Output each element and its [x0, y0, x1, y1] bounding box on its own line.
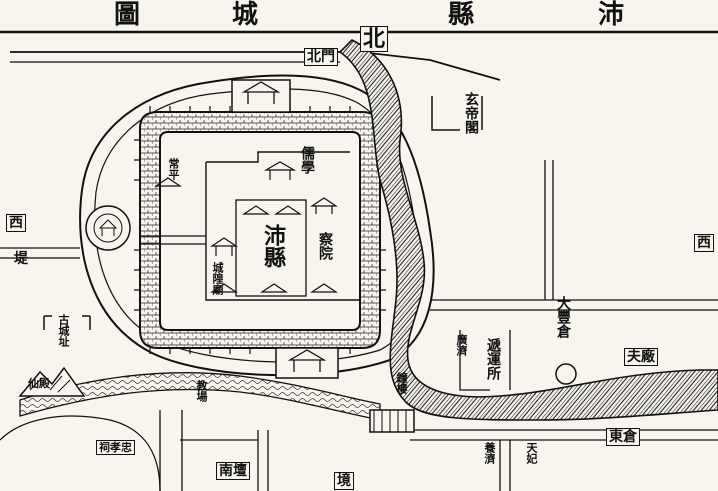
city-god-temple-label: 城隍廟: [211, 262, 224, 295]
north-road: [10, 51, 501, 81]
river-mouth-label: 境: [334, 472, 354, 490]
drill-ground-label: 教場: [195, 380, 208, 402]
inner-buildings: [154, 161, 338, 293]
west-road: [0, 247, 80, 259]
post-station-bracket: [459, 330, 511, 391]
inner-moat: [94, 88, 420, 363]
hill-temple-label: 仙殿: [28, 377, 50, 390]
bridge: [369, 409, 415, 433]
temple-label: 玄帝閣: [463, 92, 479, 134]
hill: [18, 366, 86, 397]
south-roads: [159, 410, 269, 491]
tax-office-label: 廣濟: [455, 334, 468, 356]
west-gate-tower: [85, 205, 131, 251]
temple-bracket: [431, 96, 483, 131]
well-marker: [555, 363, 577, 385]
south-gate-tower: [275, 347, 339, 379]
confucian-school-label: 儒學: [299, 146, 315, 174]
canal-river: [338, 39, 718, 421]
southwest-road: [0, 415, 161, 491]
city-wall: [139, 111, 381, 349]
east-field-label: 西: [694, 234, 714, 252]
south-altar-label: 南壇: [216, 462, 250, 480]
title-char-4: 圖: [114, 0, 141, 30]
north-gate-tower: [231, 79, 291, 113]
tianfei-label: 天妃: [525, 442, 538, 464]
title-char-3: 城: [232, 0, 259, 30]
county-office-block: [235, 199, 307, 297]
labor-yard-label: 夫廠: [624, 348, 658, 366]
relief-house-label: 養濟: [483, 442, 496, 464]
west-field-label: 西: [6, 214, 26, 232]
county-office-label: 沛縣: [260, 224, 286, 268]
ancestral-shrine-label: 祠孝忠: [96, 440, 135, 455]
old-city-bracket: [43, 315, 91, 330]
outer-moat: [79, 74, 435, 377]
granary-label: 常平: [167, 158, 180, 180]
old-city-site-label: 古城址: [57, 314, 70, 347]
big-granary-label: 大豐倉: [555, 296, 571, 338]
east-granary-label: 東倉: [606, 428, 640, 446]
post-station-label: 遞運所: [485, 338, 501, 380]
bridge-planks: [373, 410, 407, 432]
hill-shading: [29, 375, 71, 393]
title-char-2: 縣: [448, 0, 475, 30]
embankment-label: 堤: [14, 251, 28, 267]
north-marker: 北: [360, 26, 389, 52]
north-gate-label: 北門: [304, 48, 338, 66]
east-road: [430, 299, 718, 311]
title-char-1: 沛: [598, 0, 625, 30]
east-roads: [410, 429, 718, 491]
yamen-outline: [205, 151, 360, 301]
bell-tower-label: 鐘樓: [395, 372, 408, 394]
east-north-road: [544, 160, 554, 300]
prefect-hall-label: 察院: [317, 232, 333, 260]
